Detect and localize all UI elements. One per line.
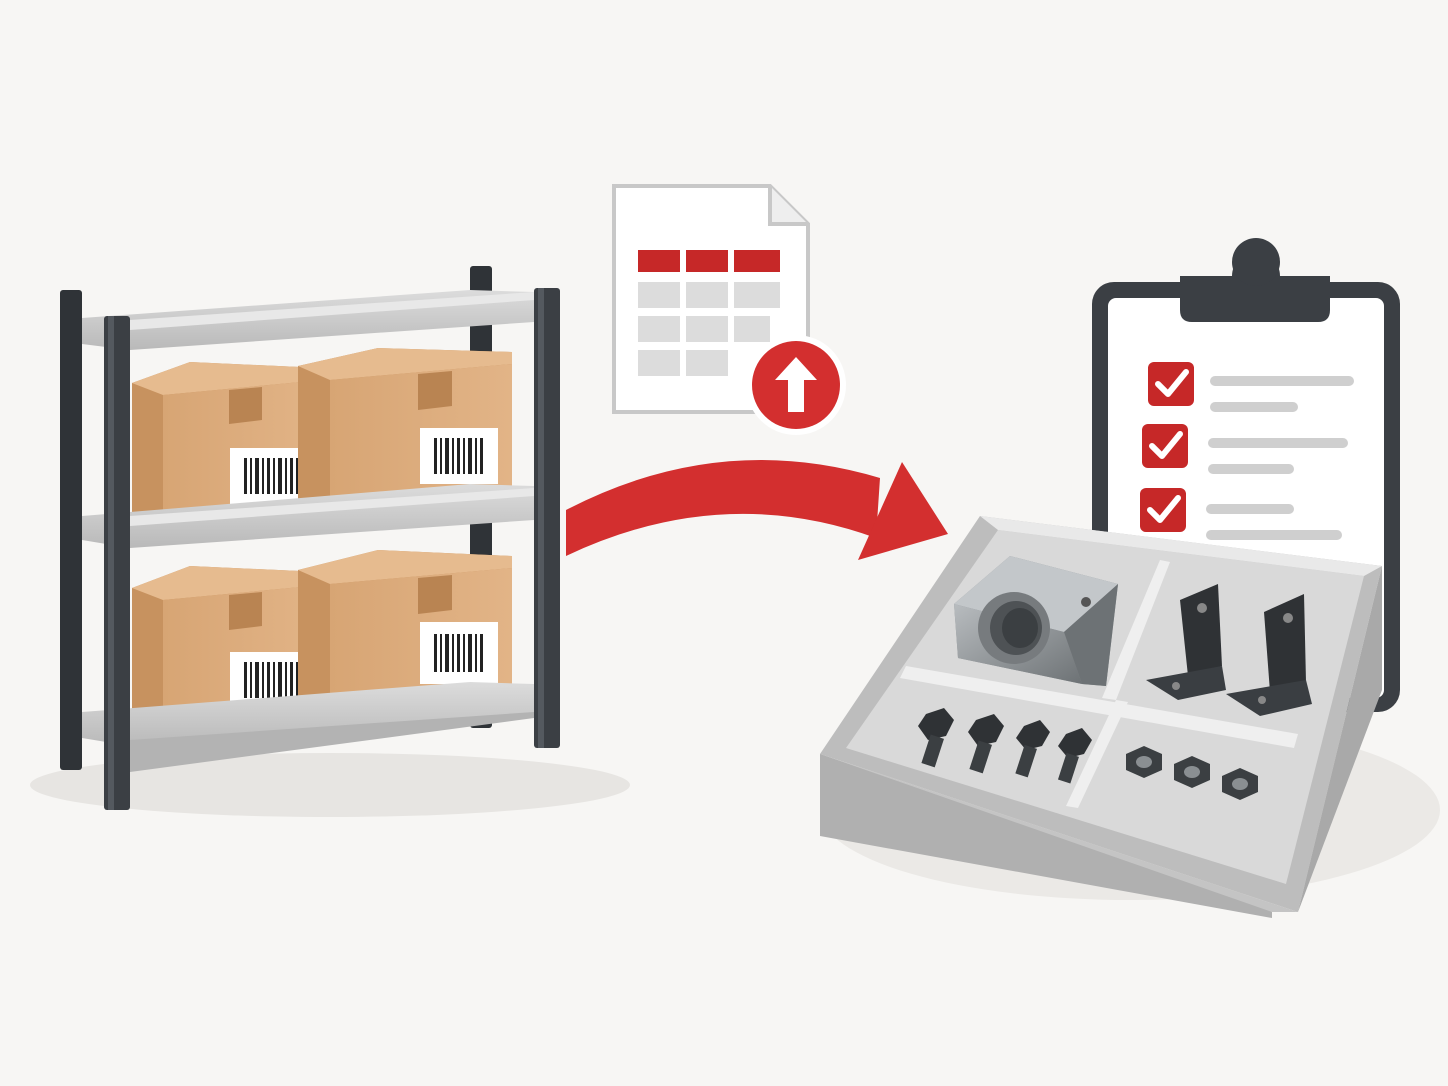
hex-bolt-icon: [1057, 728, 1092, 784]
barcode: [434, 438, 483, 474]
hex-bolt-icon: [968, 714, 1004, 774]
spreadsheet-header-row: [638, 250, 780, 272]
shelf-post-front-right: [534, 288, 560, 748]
tray-divider-horizontal: [900, 666, 1298, 748]
barcode: [244, 662, 298, 698]
cardboard-box-icon: [298, 550, 512, 712]
shelf-post-back-left: [60, 290, 82, 770]
cardboard-box-icon: [132, 362, 322, 528]
checklist-lines: [1206, 376, 1354, 540]
curved-arrow-icon: [566, 460, 948, 560]
shelf-shadow: [30, 753, 630, 817]
clipboard-clip: [1180, 238, 1330, 322]
bearing-block-icon: [954, 556, 1118, 686]
file-corner-fold: [768, 186, 808, 226]
shelf-bottom: [82, 682, 534, 746]
hex-bolt-icon: [918, 708, 954, 768]
barcode: [434, 634, 483, 672]
hex-bolt-icon: [1015, 720, 1050, 778]
spreadsheet-body-cells: [638, 282, 780, 376]
angle-bracket-icon: [1226, 594, 1312, 716]
upload-arrow-icon: [746, 335, 846, 435]
angle-bracket-icon: [1146, 584, 1226, 700]
tray-divider-vertical: [1102, 560, 1170, 700]
spreadsheet-file-icon: [612, 184, 846, 435]
hex-nut-icon: [1126, 746, 1162, 778]
hex-nut-icon: [1222, 768, 1258, 800]
parts-organizer-tray-icon: [820, 516, 1440, 918]
checked-box-icon: [1140, 488, 1186, 532]
barcode: [244, 458, 298, 494]
warehouse-shelf-icon: [30, 266, 630, 817]
checked-box-icon: [1142, 424, 1188, 468]
checked-box-icon: [1148, 362, 1194, 406]
hex-nut-icon: [1174, 756, 1210, 788]
shelf-post-front-left: [104, 316, 130, 810]
cardboard-box-icon: [298, 348, 512, 512]
